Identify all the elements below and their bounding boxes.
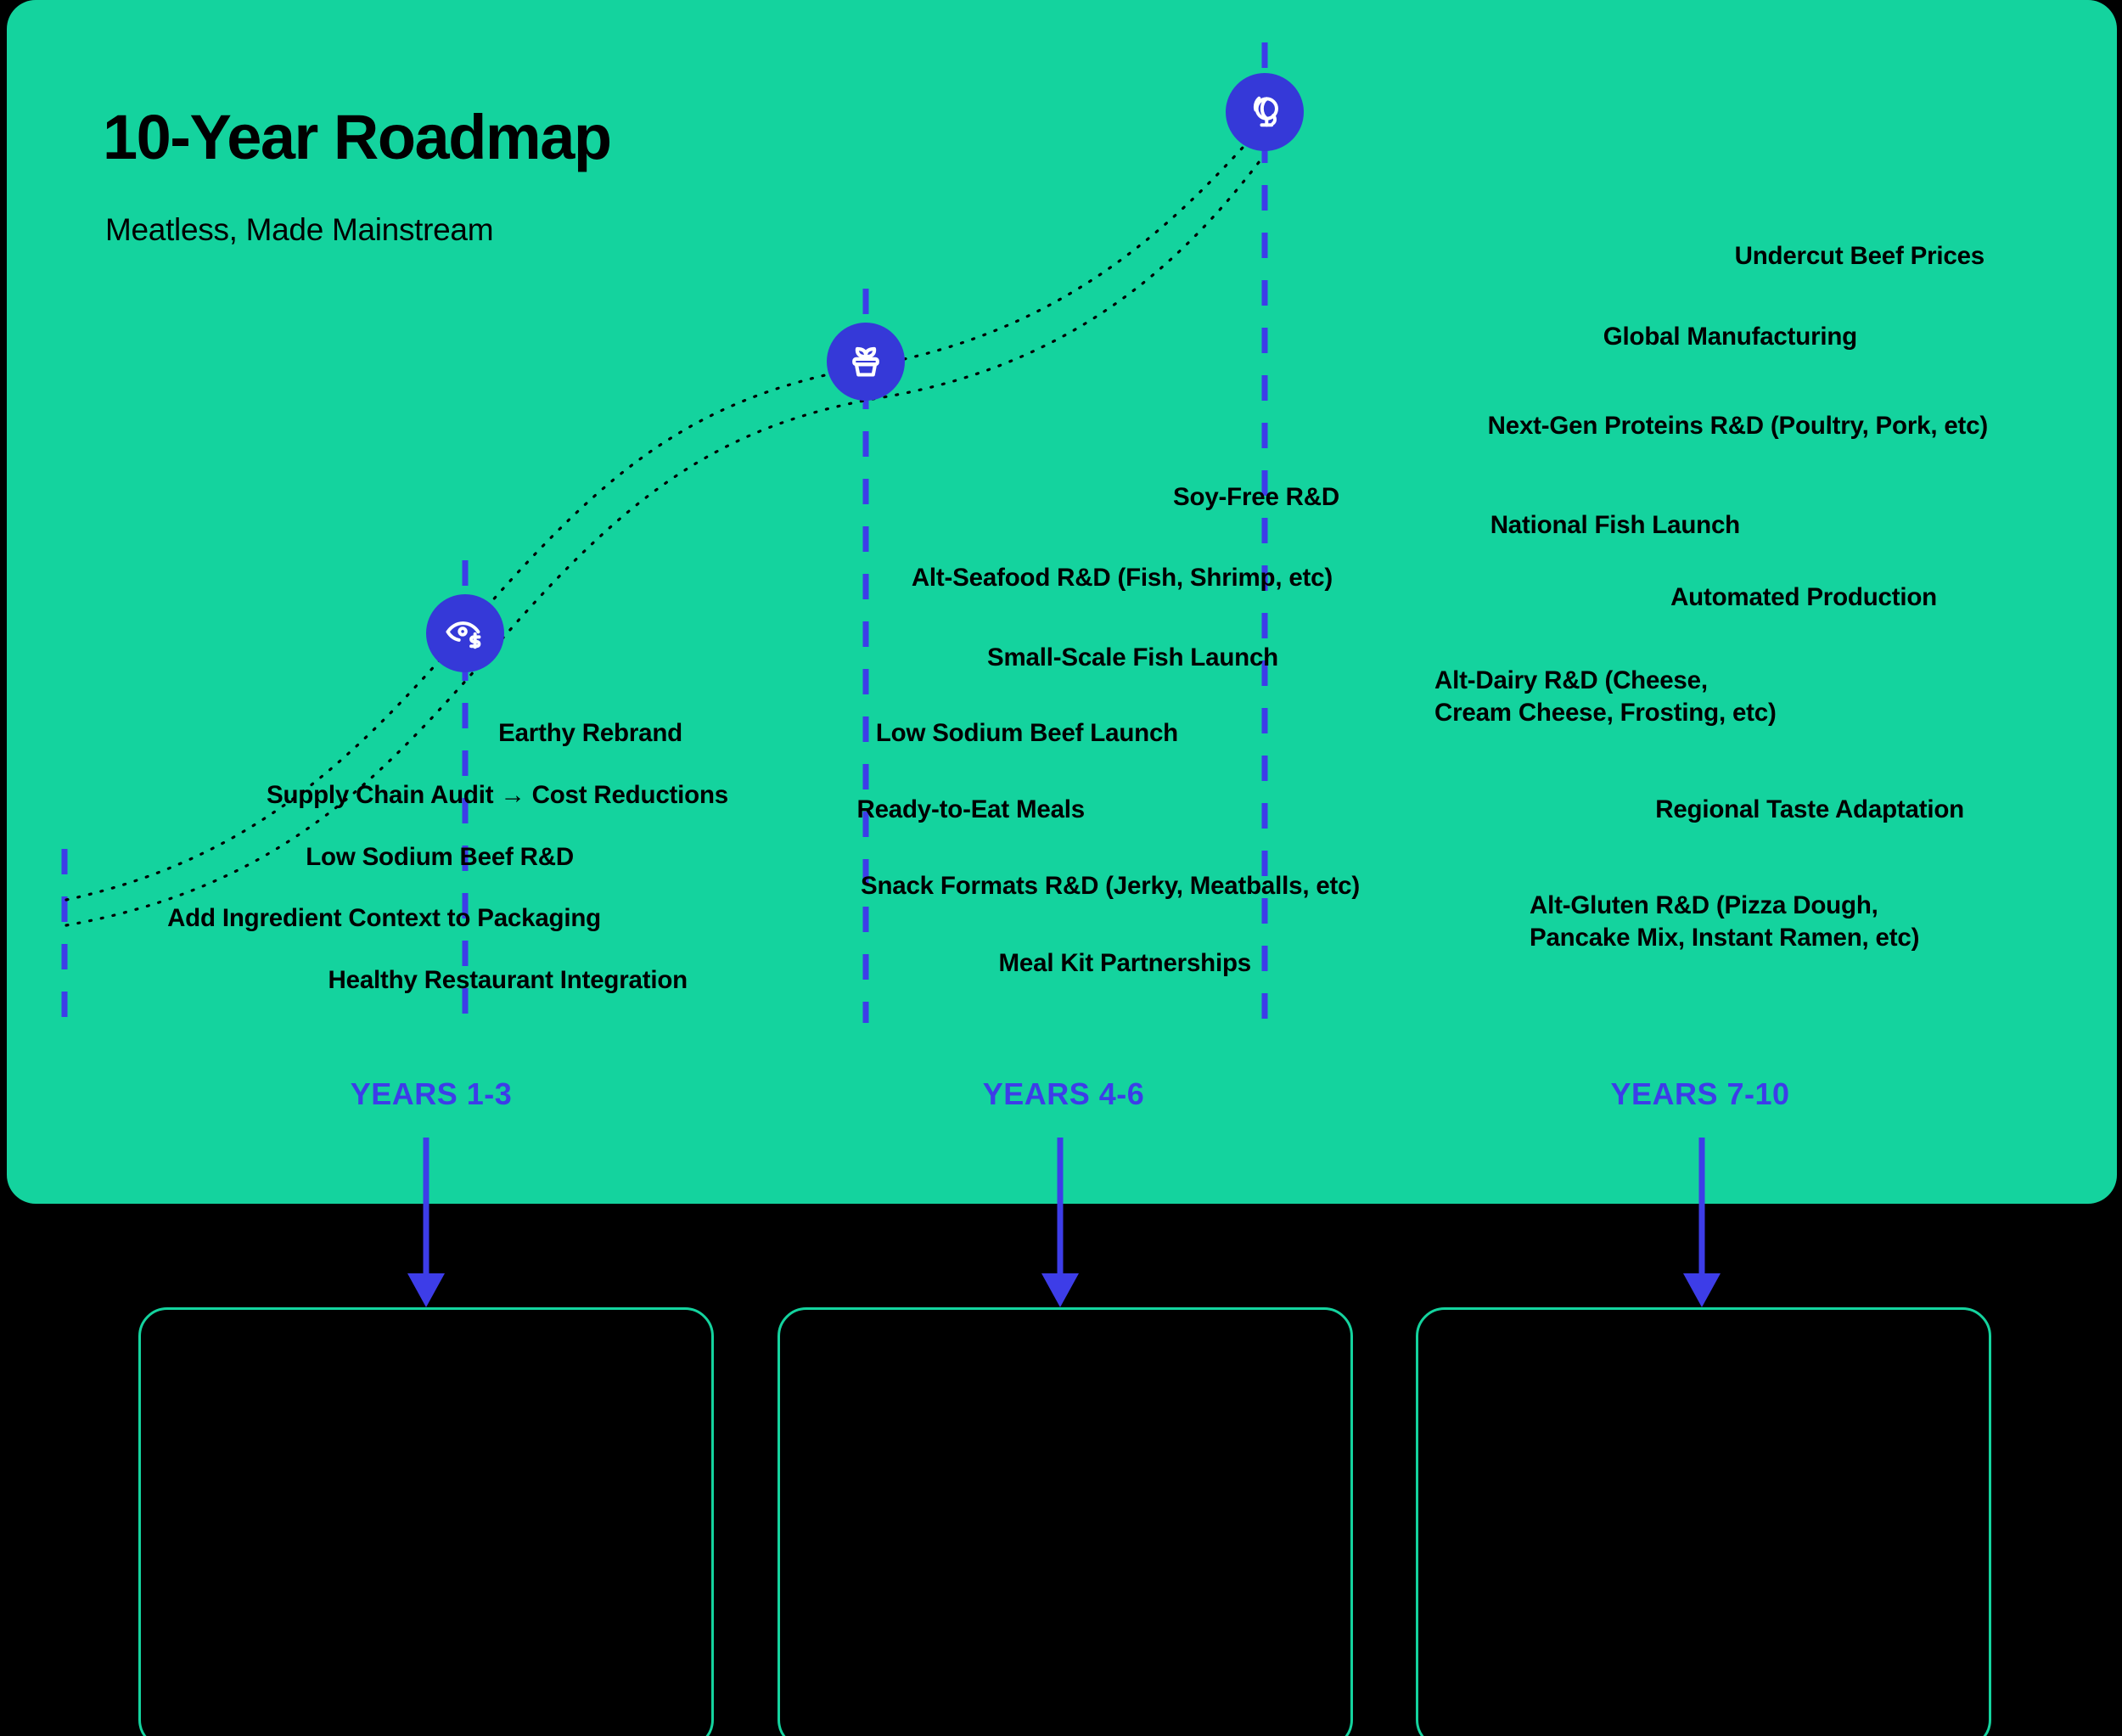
task-item[interactable]: Small-Scale Fish Launch bbox=[987, 643, 1278, 671]
task-item[interactable]: Alt-Dairy R&D (Cheese, Cream Cheese, Fro… bbox=[1434, 666, 1777, 727]
task-item[interactable]: Snack Formats R&D (Jerky, Meatballs, etc… bbox=[860, 872, 1360, 900]
arrow-head-3 bbox=[1683, 1273, 1721, 1307]
task-item[interactable]: Soy-Free R&D bbox=[1173, 483, 1339, 511]
phase-3-detail-card[interactable] bbox=[1416, 1307, 1991, 1736]
task-item[interactable]: Next-Gen Proteins R&D (Poultry, Pork, et… bbox=[1487, 412, 1989, 440]
milestone-marker-3[interactable] bbox=[1226, 73, 1304, 151]
task-item[interactable]: Low Sodium Beef Launch bbox=[875, 719, 1178, 747]
page-subtitle: Meatless, Made Mainstream bbox=[105, 212, 494, 247]
task-item[interactable]: Automated Production bbox=[1670, 583, 1937, 611]
page-title: 10-Year Roadmap bbox=[103, 102, 612, 172]
arrow-head-2 bbox=[1041, 1273, 1079, 1307]
phase-label-2: YEARS 4-6 bbox=[982, 1076, 1145, 1111]
milestone-marker-1[interactable] bbox=[426, 594, 504, 672]
task-item[interactable]: Undercut Beef Prices bbox=[1734, 242, 1985, 270]
task-item[interactable]: Ready-to-Eat Meals bbox=[856, 795, 1085, 823]
phase-label-1: YEARS 1-3 bbox=[350, 1076, 513, 1111]
arrow-head-1 bbox=[407, 1273, 445, 1307]
phase-label-3: YEARS 7-10 bbox=[1610, 1076, 1790, 1111]
task-item[interactable]: Global Manufacturing bbox=[1603, 323, 1857, 351]
phase-2-detail-card[interactable] bbox=[778, 1307, 1353, 1736]
task-item[interactable]: Supply Chain Audit → Cost Reductions bbox=[266, 781, 728, 809]
task-item[interactable]: Earthy Rebrand bbox=[498, 719, 682, 747]
eye-dollar-icon bbox=[444, 612, 486, 655]
task-item[interactable]: Alt-Seafood R&D (Fish, Shrimp, etc) bbox=[911, 564, 1333, 592]
milestone-marker-2[interactable] bbox=[827, 323, 905, 401]
task-item[interactable]: Healthy Restaurant Integration bbox=[328, 966, 688, 994]
task-item[interactable]: Alt-Gluten R&D (Pizza Dough, Pancake Mix… bbox=[1530, 891, 1920, 952]
potted-plant-icon bbox=[845, 340, 887, 383]
phase-1-detail-card[interactable] bbox=[138, 1307, 714, 1736]
task-item[interactable]: Low Sodium Beef R&D bbox=[306, 843, 574, 871]
roadmap-panel: 10-Year Roadmap Meatless, Made Mainstrea… bbox=[7, 0, 2117, 1204]
task-item[interactable]: Regional Taste Adaptation bbox=[1655, 795, 1964, 823]
globe-icon bbox=[1243, 91, 1286, 133]
phase-connector-arrows bbox=[407, 1138, 1721, 1307]
task-item[interactable]: Add Ingredient Context to Packaging bbox=[167, 904, 601, 932]
task-item[interactable]: National Fish Launch bbox=[1490, 511, 1741, 539]
task-item[interactable]: Meal Kit Partnerships bbox=[998, 949, 1252, 977]
